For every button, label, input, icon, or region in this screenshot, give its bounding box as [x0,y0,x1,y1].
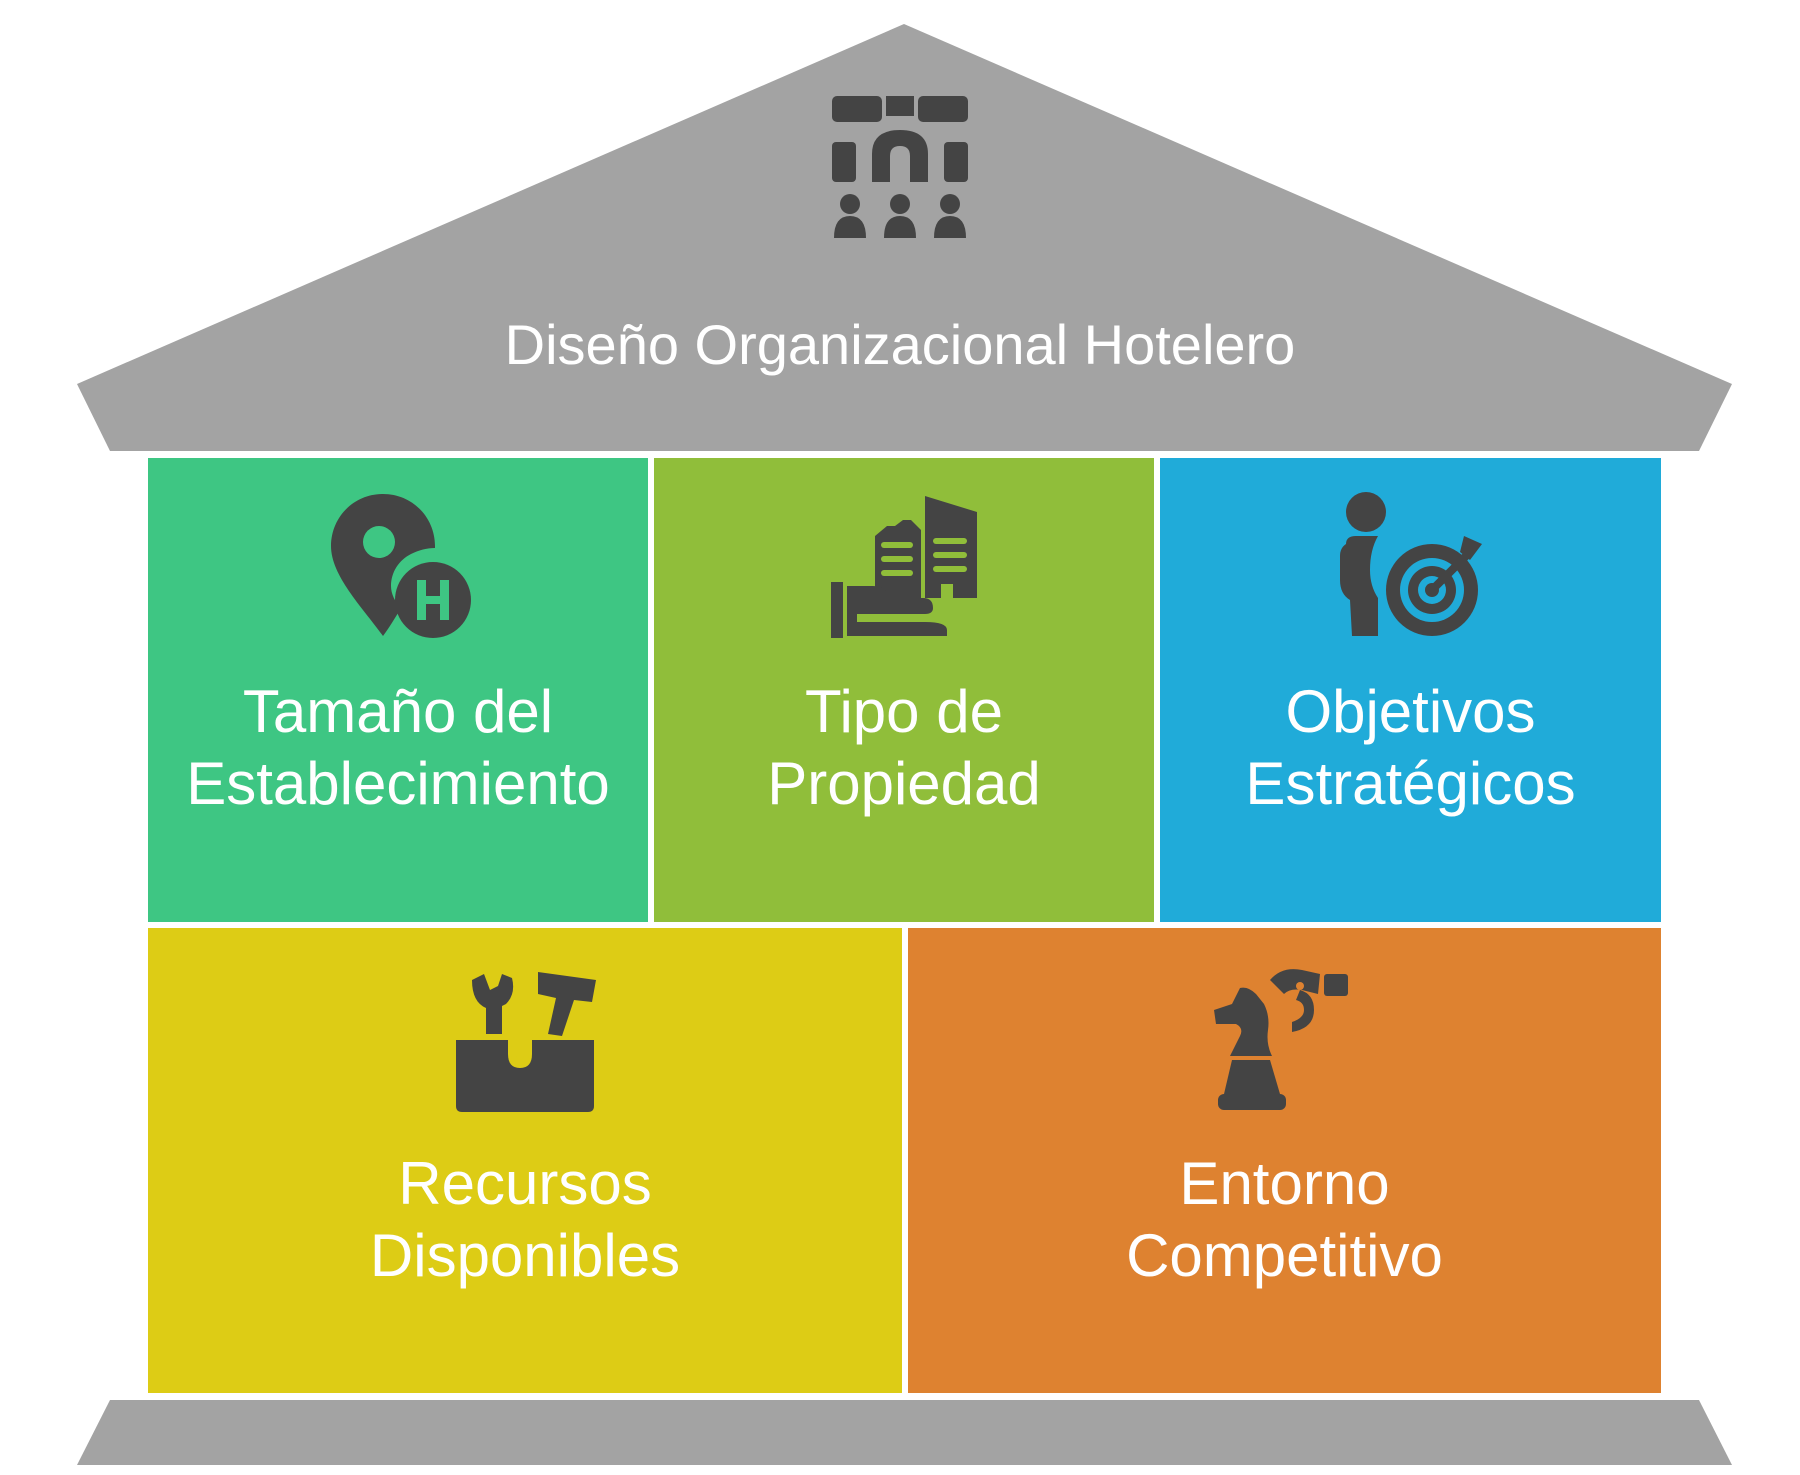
block-label-line-2: Disponibles [369,1222,681,1289]
chess-knight-telescope-icon [1213,969,1348,1110]
block-label-line-2: Competitivo [1126,1222,1443,1289]
block-label: Recursos Disponibles [158,1148,892,1292]
block-label-line-1: Entorno [1179,1150,1390,1217]
block-establishment-size: Tamaño del Establecimiento [148,458,648,922]
location-pin-hotel-icon [331,494,471,638]
block-label: Objetivos Estratégicos [1170,676,1651,820]
block-label: Tipo de Propiedad [664,676,1144,820]
block-label-line-1: Recursos [398,1150,652,1217]
block-label: Entorno Competitivo [918,1148,1651,1292]
block-competitive-environment: Entorno Competitivo [908,928,1661,1393]
hand-buildings-icon [831,496,977,638]
diagram-title: Diseño Organizacional Hotelero [504,313,1296,376]
block-property-type: Tipo de Propiedad [654,458,1154,922]
person-target-icon [1339,492,1482,636]
block-available-resources: Recursos Disponibles [148,928,902,1393]
block-label-line-2: Propiedad [767,750,1041,817]
block-label-line-2: Establecimiento [186,750,610,817]
block-strategic-goals: Objetivos Estratégicos [1160,458,1661,922]
block-label-line-2: Estratégicos [1245,750,1576,817]
organization-structure-people-icon [832,96,968,238]
foundation [77,1400,1732,1465]
block-label-line-1: Tipo de [805,678,1003,745]
block-label: Tamaño del Establecimiento [158,676,638,820]
block-label-line-1: Objetivos [1285,678,1536,745]
toolbox-icon [456,972,596,1112]
block-label-line-1: Tamaño del [242,678,554,745]
